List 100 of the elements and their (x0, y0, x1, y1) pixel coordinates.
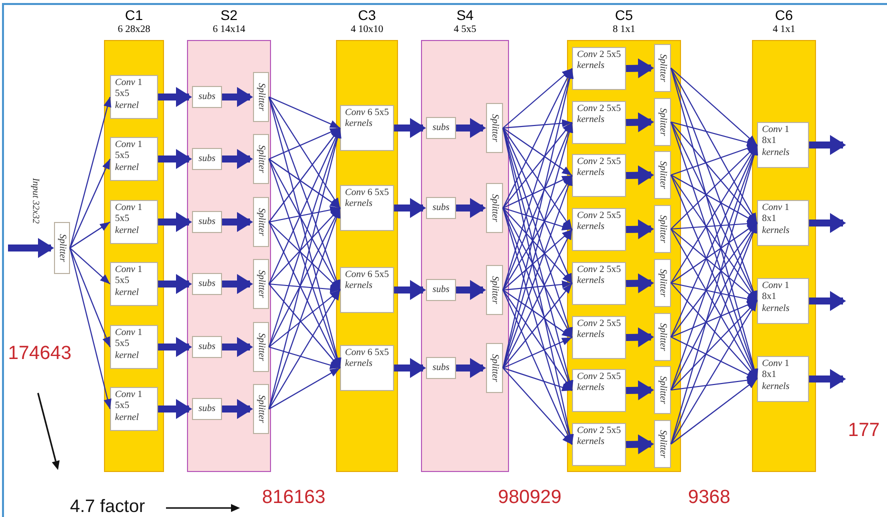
conv-block: Conv 1 8x1 kernels (757, 356, 809, 402)
connection-arrow (70, 222, 110, 248)
conv-block: Conv 2 5x5 kernels (572, 101, 626, 144)
input-label: Input 32x32 (30, 178, 40, 224)
block-arrow (626, 380, 654, 400)
connection-arrow (268, 158, 341, 368)
connection-arrow (670, 222, 758, 284)
connection-arrow (502, 68, 572, 128)
subsampling-block: subs (426, 197, 456, 219)
connection-arrow (502, 337, 572, 368)
connection-arrow (670, 144, 758, 176)
connection-arrow (502, 208, 574, 445)
connection-arrow (268, 283, 340, 294)
block-arrow (626, 112, 654, 132)
splitter-block: Splitter (654, 98, 671, 146)
block-arrow (809, 291, 846, 311)
conv-block: Conv 1 5x5 kernel (110, 325, 158, 369)
connection-arrow (502, 280, 572, 291)
connection-arrow (69, 96, 112, 248)
block-arrow (222, 212, 253, 232)
connection-arrow (268, 368, 340, 410)
connection-arrow (70, 248, 110, 284)
connection-arrow (502, 175, 572, 208)
conv-block: Conv 2 5x5 kernels (572, 423, 626, 466)
connection-arrow (502, 175, 573, 368)
connection-arrow (502, 68, 572, 208)
block-arrow (222, 337, 253, 357)
count-value: 174643 (8, 344, 72, 363)
layer-size: 6 28x28 (118, 24, 150, 35)
connection-arrow (670, 376, 758, 391)
block-arrow (394, 280, 426, 300)
block-arrow (626, 434, 654, 454)
block-arrow (158, 212, 192, 232)
connection-arrow (268, 128, 340, 160)
block-arrow (626, 219, 654, 240)
block-arrow (626, 327, 654, 348)
connection-arrow (268, 208, 340, 348)
splitter-block: Splitter (253, 134, 269, 184)
connection-arrow (70, 158, 110, 248)
connection-arrow (502, 290, 572, 445)
connection-arrow (268, 208, 340, 284)
layer-title: C5 (615, 8, 633, 23)
splitter-block: Splitter (654, 313, 671, 361)
conv-block: Conv 2 5x5 kernels (572, 369, 626, 412)
connection-arrow (268, 208, 341, 410)
connection-arrow (670, 282, 758, 303)
connection-arrow (670, 300, 758, 390)
connection-arrow (670, 68, 758, 302)
splitter-block: Splitter (253, 259, 269, 309)
block-arrow (8, 238, 54, 258)
layer-size: 6 14x14 (212, 24, 246, 35)
splitter-block: Splitter (486, 265, 503, 315)
count-value: 9368 (688, 488, 730, 507)
layer-size: 4 1x1 (772, 24, 796, 35)
connection-arrow (268, 128, 342, 410)
conv-block: Conv 6 5x5 kernels (340, 267, 394, 313)
splitter-block: Splitter (253, 384, 269, 434)
subsampling-block: subs (192, 273, 222, 295)
splitter-block: Splitter (654, 366, 671, 414)
splitter-block: Splitter (486, 183, 503, 233)
connection-arrow (670, 174, 758, 380)
layer-size: 4 5x5 (454, 24, 476, 35)
connection-arrow (670, 122, 758, 302)
connection-arrow (670, 220, 758, 230)
connection-arrow (670, 300, 758, 444)
connection-arrow (268, 290, 340, 410)
connection-arrow (502, 368, 572, 445)
layer-size: 8 1x1 (612, 24, 636, 35)
connection-arrow (670, 378, 758, 444)
conv-block: Conv 2 5x5 kernels (572, 262, 626, 305)
splitter-block: Splitter (654, 259, 671, 307)
conv-block: Conv 2 5x5 kernels (572, 316, 626, 359)
splitter-block: Splitter (253, 322, 269, 372)
block-arrow (626, 273, 654, 294)
splitter-block: Splitter (654, 205, 671, 253)
splitter-block: Splitter (486, 343, 503, 393)
block-arrow (626, 165, 654, 186)
splitter-block: Splitter (253, 72, 269, 122)
block-arrow (158, 399, 192, 419)
layer-title: S2 (220, 8, 238, 23)
block-arrow (456, 118, 486, 138)
connection-arrow (670, 336, 758, 380)
subsampling-block: subs (192, 86, 222, 108)
connection-arrow (670, 174, 758, 302)
connection-arrow (69, 248, 112, 410)
subsampling-block: subs (192, 148, 222, 170)
block-arrow (456, 358, 486, 378)
connection-arrow (502, 128, 572, 230)
connection-arrow (268, 96, 341, 290)
block-arrow (222, 274, 253, 294)
block-arrow (222, 399, 253, 419)
connection-arrow (502, 122, 572, 208)
block-arrow (394, 358, 426, 378)
connection-arrow (268, 96, 342, 368)
connection-arrow (502, 175, 572, 290)
conv-block: Conv 6 5x5 kernels (340, 105, 394, 151)
connection-arrow (670, 121, 758, 146)
block-arrow (809, 213, 846, 233)
connection-arrow (268, 284, 340, 368)
conv-block: Conv 2 5x5 kernels (572, 154, 626, 197)
